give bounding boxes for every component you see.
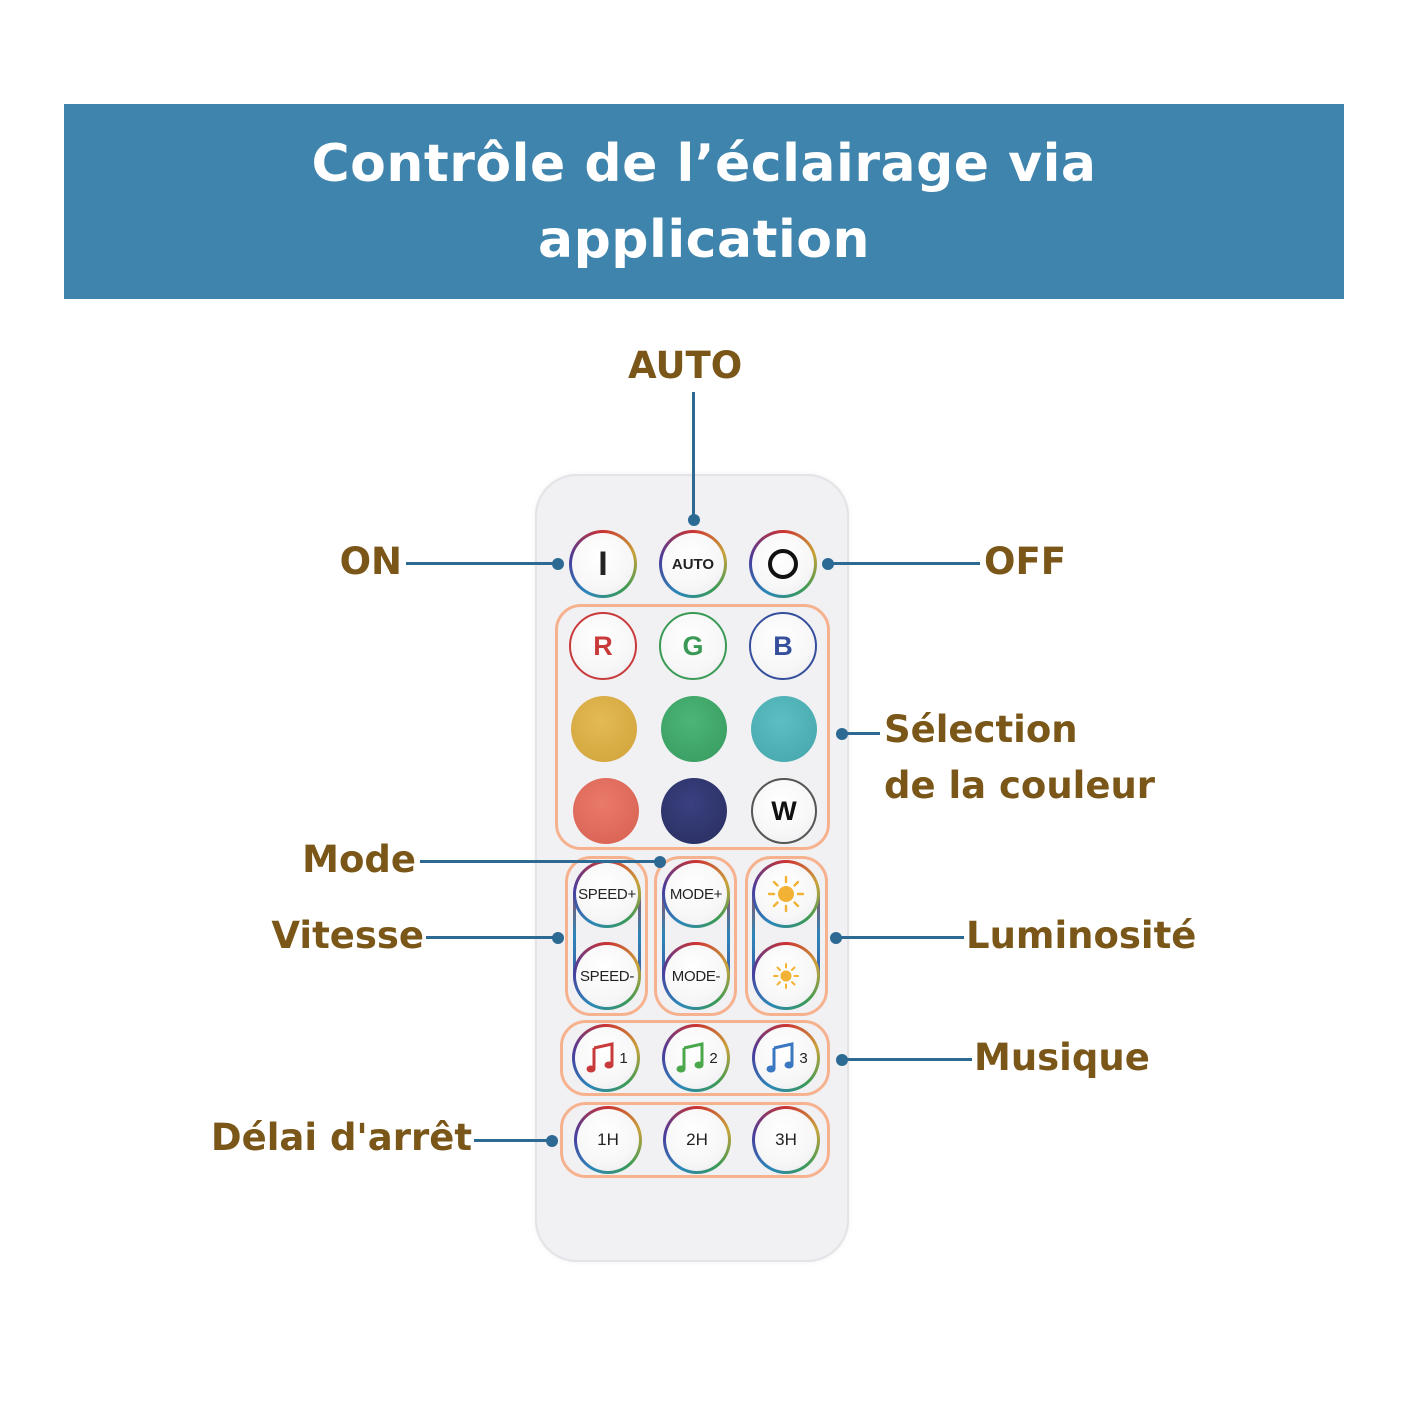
auto-leader-line <box>692 392 695 520</box>
white-letter: W <box>771 795 797 826</box>
music-group-outline <box>560 1020 830 1096</box>
speed-group-outline <box>565 856 648 1016</box>
music-3-button[interactable]: 3 <box>752 1024 820 1092</box>
on-symbol: I <box>598 544 608 583</box>
mode-leader-line <box>420 860 660 863</box>
sun-small-icon <box>773 963 799 989</box>
mode-minus-label: MODE- <box>671 967 721 985</box>
timer-leader-line <box>474 1139 552 1142</box>
music-1-number: 1 <box>619 1049 628 1067</box>
mode-minus-button[interactable]: MODE- <box>662 942 730 1010</box>
auto-leader-dot <box>688 514 700 526</box>
salmon-swatch-button[interactable] <box>573 778 639 844</box>
music-note-blue-icon <box>766 1042 794 1073</box>
title-banner: Contrôle de l’éclairage via application <box>64 104 1344 299</box>
timer-group-outline <box>560 1102 830 1178</box>
mode-label: Mode <box>302 838 416 881</box>
music-2-number: 2 <box>709 1049 718 1067</box>
sun-large-icon <box>767 875 805 913</box>
timer-label: Délai d'arrêt <box>210 1116 472 1159</box>
green-swatch-button[interactable] <box>661 696 727 762</box>
speed-leader-dot <box>552 932 564 944</box>
green-button[interactable]: G <box>659 612 727 680</box>
red-button[interactable]: R <box>569 612 637 680</box>
speed-plus-button[interactable]: SPEED+ <box>573 860 641 928</box>
title-line-2: application <box>537 209 871 270</box>
brightness-group-outline <box>745 856 828 1016</box>
color-leader-line <box>842 732 880 735</box>
timer-leader-dot <box>546 1135 558 1147</box>
brightness-leader-line <box>836 936 964 939</box>
color-leader-dot <box>836 728 848 740</box>
color-label-line-2: de la couleur <box>884 764 1156 807</box>
timer-2h-label: 2H <box>686 1130 708 1149</box>
brightness-up-button[interactable] <box>752 860 820 928</box>
speed-leader-line <box>426 936 558 939</box>
brightness-leader-dot <box>830 932 842 944</box>
timer-3h-label: 3H <box>775 1130 797 1149</box>
brightness-label: Luminosité <box>966 914 1197 957</box>
music-label: Musique <box>974 1036 1150 1079</box>
music-3-number: 3 <box>799 1049 808 1067</box>
auto-button-label: AUTO <box>671 555 715 573</box>
on-button[interactable]: I <box>569 530 637 598</box>
music-leader-line <box>842 1058 972 1061</box>
music-1-button[interactable]: 1 <box>572 1024 640 1092</box>
off-button[interactable] <box>749 530 817 598</box>
title-line-1: Contrôle de l’éclairage via <box>311 133 1097 194</box>
off-leader-line <box>828 562 980 565</box>
speed-label: Vitesse <box>271 914 424 957</box>
on-leader-dot <box>552 558 564 570</box>
mode-plus-button[interactable]: MODE+ <box>662 860 730 928</box>
mode-plus-label: MODE+ <box>669 885 723 903</box>
mode-group-outline <box>654 856 737 1016</box>
color-group-outline <box>555 604 830 850</box>
off-label: OFF <box>984 540 1067 583</box>
music-note-red-icon <box>586 1042 614 1073</box>
red-letter: R <box>593 630 613 661</box>
timer-2h-button[interactable]: 2H <box>663 1106 731 1174</box>
music-note-green-icon <box>676 1042 704 1073</box>
auto-button[interactable]: AUTO <box>659 530 727 598</box>
mode-leader-dot <box>654 856 666 868</box>
auto-label: AUTO <box>628 344 743 387</box>
brightness-down-button[interactable] <box>752 942 820 1010</box>
navy-swatch-button[interactable] <box>661 778 727 844</box>
green-letter: G <box>682 630 704 661</box>
teal-swatch-button[interactable] <box>751 696 817 762</box>
music-2-button[interactable]: 2 <box>662 1024 730 1092</box>
power-off-icon <box>768 549 798 579</box>
yellow-swatch-button[interactable] <box>571 696 637 762</box>
speed-plus-label: SPEED+ <box>578 885 636 903</box>
music-leader-dot <box>836 1054 848 1066</box>
color-label-line-1: Sélection <box>884 708 1078 751</box>
blue-letter: B <box>773 630 793 661</box>
speed-minus-label: SPEED- <box>579 967 635 985</box>
on-label: ON <box>339 540 402 583</box>
timer-1h-button[interactable]: 1H <box>574 1106 642 1174</box>
on-leader-line <box>406 562 558 565</box>
timer-1h-label: 1H <box>597 1130 619 1149</box>
speed-minus-button[interactable]: SPEED- <box>573 942 641 1010</box>
timer-3h-button[interactable]: 3H <box>752 1106 820 1174</box>
blue-button[interactable]: B <box>749 612 817 680</box>
off-leader-dot <box>822 558 834 570</box>
white-button[interactable]: W <box>751 778 817 844</box>
